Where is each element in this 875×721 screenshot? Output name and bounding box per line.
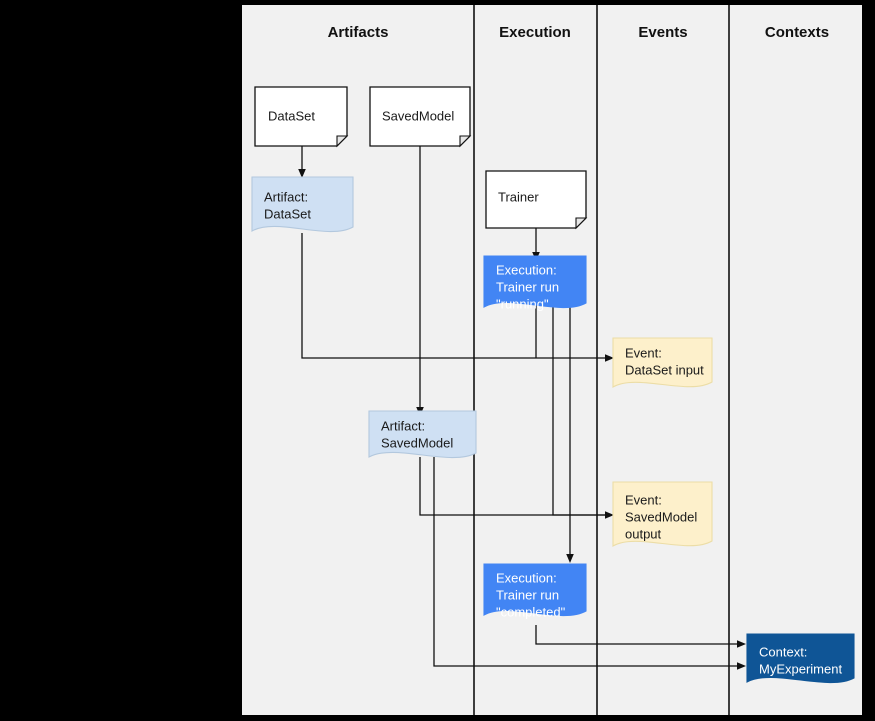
trainer-type-fold-icon	[575, 217, 588, 230]
node-execution-running[interactable]: Execution: Trainer run "running"	[483, 255, 587, 311]
arrowhead-execution-running-to-event-savedmodel-output	[605, 511, 614, 519]
artifact-savedmodel-shape	[368, 410, 477, 459]
arrowhead-artifact-savedmodel-to-context	[737, 662, 746, 670]
artifact-dataset-label-line2: DataSet	[264, 206, 311, 221]
context-myexperiment-label-line2: MyExperiment	[759, 661, 842, 676]
execution-completed-label-line1: Execution:	[496, 570, 557, 585]
artifact-dataset-shape	[251, 176, 354, 233]
execution-running-label-line2: Trainer run	[496, 279, 559, 294]
execution-running-label-line3: "running"	[496, 296, 549, 311]
lane-title-execution: Execution	[499, 24, 571, 41]
execution-completed-label-line3: "completed"	[496, 604, 566, 619]
savedmodel-type-label: SavedModel	[382, 108, 454, 123]
node-context-myexperiment[interactable]: Context: MyExperiment	[746, 633, 855, 684]
context-myexperiment-label-line1: Context:	[759, 644, 807, 659]
dataset-type-fold-icon	[336, 135, 349, 148]
lane-title-artifacts: Artifacts	[328, 24, 389, 41]
arrowhead-execution-completed-to-context	[737, 640, 746, 648]
lane-title-contexts: Contexts	[765, 24, 829, 41]
node-trainer-type[interactable]: Trainer	[485, 170, 588, 230]
trainer-type-label: Trainer	[498, 189, 539, 204]
arrowhead-artifact-dataset-to-event-dataset-input	[605, 354, 614, 362]
execution-completed-label-line2: Trainer run	[496, 587, 559, 602]
node-artifact-dataset[interactable]: Artifact: DataSet	[251, 176, 354, 233]
node-dataset-type[interactable]: DataSet	[254, 86, 349, 148]
execution-completed-shape	[483, 563, 587, 617]
event-savedmodel-output-label-line3: output	[625, 526, 662, 541]
dataset-type-label: DataSet	[268, 108, 315, 123]
event-savedmodel-output-shape	[612, 481, 713, 547]
savedmodel-type-fold-icon	[459, 135, 472, 148]
lane-title-events: Events	[638, 24, 687, 41]
node-savedmodel-type[interactable]: SavedModel	[369, 86, 472, 148]
edge-artifact-dataset-to-event-dataset-input	[301, 233, 607, 359]
node-execution-completed[interactable]: Execution: Trainer run "completed"	[483, 563, 587, 619]
event-dataset-input-label-line1: Event:	[625, 345, 662, 360]
node-event-savedmodel-output[interactable]: Event: SavedModel output	[612, 481, 713, 547]
artifact-savedmodel-label-line2: SavedModel	[381, 435, 453, 450]
event-savedmodel-output-label-line2: SavedModel	[625, 509, 697, 524]
edge-execution-completed-to-context	[535, 625, 739, 645]
artifact-dataset-label-line1: Artifact:	[264, 189, 308, 204]
event-dataset-input-shape	[612, 337, 713, 388]
diagram-svg: Artifacts Execution Events Contexts	[242, 5, 862, 715]
event-savedmodel-output-label-line1: Event:	[625, 492, 662, 507]
execution-running-label-line1: Execution:	[496, 262, 557, 277]
artifact-savedmodel-label-line1: Artifact:	[381, 418, 425, 433]
edge-artifact-savedmodel-to-event-savedmodel-output	[419, 457, 607, 516]
edge-artifact-savedmodel-to-context	[433, 457, 739, 667]
context-myexperiment-shape	[746, 633, 855, 684]
event-dataset-input-label-line2: DataSet input	[625, 362, 704, 377]
swimlane-diagram: Artifacts Execution Events Contexts	[242, 5, 862, 715]
execution-running-shape	[483, 255, 587, 309]
node-artifact-savedmodel[interactable]: Artifact: SavedModel	[368, 410, 477, 459]
node-event-dataset-input[interactable]: Event: DataSet input	[612, 337, 713, 388]
arrowhead-dataset-to-artifact-dataset	[298, 169, 306, 178]
arrowhead-execution-running-to-execution-completed	[566, 554, 574, 563]
